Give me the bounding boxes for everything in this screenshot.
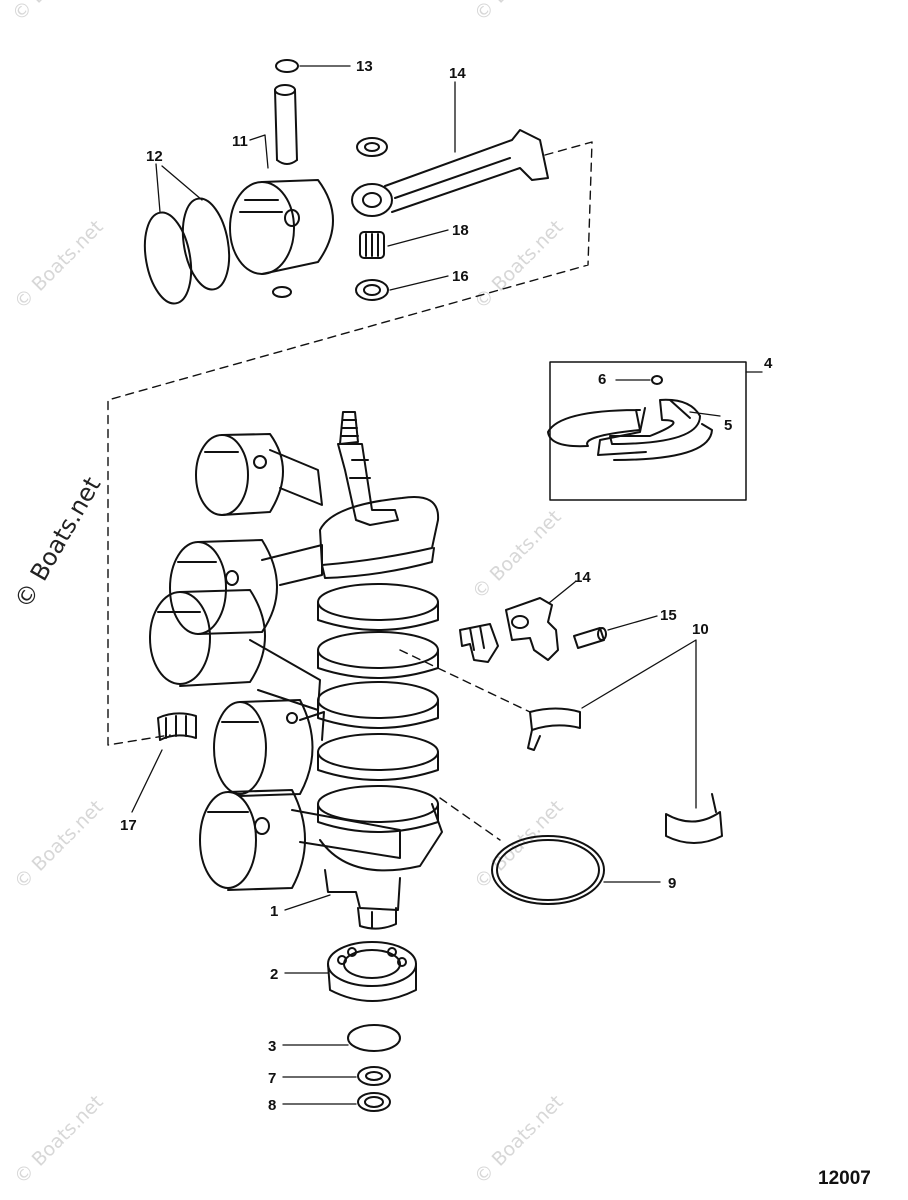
- watermark: © Boats.net: [10, 1091, 108, 1189]
- callout-9: 9: [668, 875, 676, 892]
- callouts: 13 14 11 12 18 16 4 6 5 14 15 10 9 17 1 …: [120, 58, 773, 1114]
- callout-14-top: 14: [449, 65, 466, 82]
- callout-7: 7: [268, 1070, 276, 1087]
- main-bearing-upper: [527, 707, 581, 751]
- rod-cap: [505, 597, 559, 661]
- callout-14-lower: 14: [574, 569, 591, 586]
- watermark: © Boats.net: [9, 472, 106, 613]
- piston-2: [169, 539, 323, 635]
- piston-3: [149, 589, 321, 711]
- watermark: © Boats.net: [470, 216, 568, 314]
- callout-13: 13: [356, 58, 373, 75]
- seal-7: [357, 1066, 391, 1086]
- watermark: © Boats.net: [10, 796, 108, 894]
- callout-10: 10: [692, 621, 709, 638]
- watermarks: © Boats.net © Boats.net © Boats.net © Bo…: [8, 0, 568, 1189]
- callout-17: 17: [120, 817, 137, 834]
- assembly-dashed-lines: [107, 141, 593, 841]
- callout-11: 11: [232, 133, 248, 150]
- callout-4: 4: [764, 355, 773, 372]
- callout-16: 16: [452, 268, 469, 285]
- connecting-rod-top: [351, 129, 549, 217]
- retaining-ring: [491, 835, 605, 905]
- watermark: © Boats.net: [8, 0, 106, 26]
- crankshaft: [317, 411, 443, 930]
- needle-bearing-17: [157, 712, 197, 741]
- callout-8: 8: [268, 1097, 276, 1114]
- piston-top: [229, 179, 334, 298]
- washer-8: [357, 1092, 391, 1112]
- piston-pin: [274, 84, 298, 165]
- watermark: © Boats.net: [470, 1091, 568, 1189]
- main-bearing-lower: [665, 793, 723, 844]
- thrust-washer-top: [356, 137, 388, 157]
- callout-6: 6: [598, 371, 606, 388]
- needle-retainer-half: [459, 623, 499, 663]
- rod-bolt: [573, 627, 607, 649]
- piston-5: [199, 789, 401, 891]
- seal-ring-halves: [547, 375, 713, 461]
- callout-5: 5: [724, 417, 732, 434]
- callout-2: 2: [270, 966, 278, 983]
- piston-1: [195, 433, 323, 516]
- piston-rings: [143, 197, 231, 305]
- callout-18: 18: [452, 222, 469, 239]
- pin-retainer-top: [275, 59, 299, 73]
- watermark: © Boats.net: [468, 506, 566, 604]
- watermark: © Boats.net: [470, 0, 568, 26]
- needle-bearing-top: [359, 231, 385, 259]
- piston-4: [213, 699, 325, 797]
- washer-16: [355, 279, 389, 301]
- figure-number: 12007: [818, 1168, 871, 1189]
- callout-3: 3: [268, 1038, 276, 1055]
- retaining-ring-3: [347, 1024, 401, 1052]
- seal-ring-inset-box: [549, 361, 747, 501]
- watermark: © Boats.net: [10, 216, 108, 314]
- leader-lines: [131, 65, 763, 1105]
- callout-12: 12: [146, 148, 163, 165]
- ball-bearing: [327, 941, 417, 1002]
- callout-15: 15: [660, 607, 677, 624]
- callout-1: 1: [270, 903, 278, 920]
